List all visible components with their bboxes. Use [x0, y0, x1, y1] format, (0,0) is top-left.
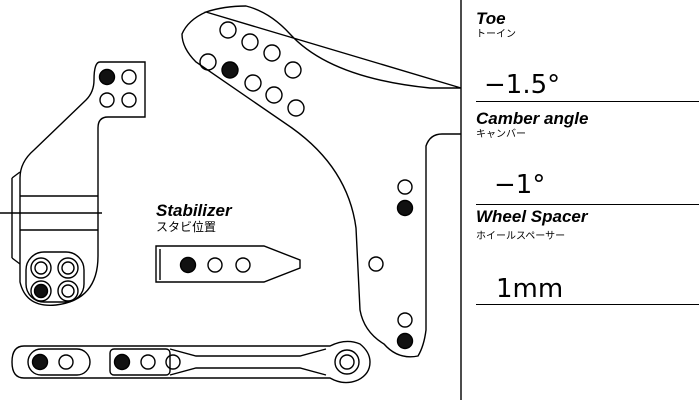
knuckle-hub-hole [57, 280, 79, 302]
knuckle-hub-hole [30, 257, 52, 279]
wheel-spacer-title: Wheel Spacer [476, 207, 588, 226]
stabilizer-hole [207, 257, 223, 273]
tower-hole [244, 74, 262, 92]
knuckle-hole [121, 92, 137, 108]
rod-end-hole [339, 354, 355, 370]
stabilizer-title: Stabilizer [156, 201, 232, 220]
stabilizer-subtitle-jp: スタビ位置 [156, 220, 217, 234]
tower-hole [265, 86, 283, 104]
tower-hole-selected [396, 332, 414, 350]
toe-value: −1.5° [484, 70, 561, 100]
tower-hole [263, 44, 281, 62]
knuckle-outline [19, 61, 146, 306]
tower-hole [199, 53, 217, 71]
rod-hole-selected [113, 353, 131, 371]
tower-hole [241, 33, 259, 51]
rod-hole [165, 354, 181, 370]
wheel-spacer-setting: Wheel Spacer ホイールスペーサー 1mm [462, 204, 699, 308]
camber-value: −1° [494, 170, 546, 200]
tower-hole [368, 256, 384, 272]
tower-hole [397, 179, 413, 195]
tower-hole [397, 312, 413, 328]
tower-hole-selected [396, 199, 414, 217]
tower-hole-selected [221, 61, 239, 79]
camber-title: Camber angle [476, 109, 589, 128]
knuckle-hole-selected [98, 68, 116, 86]
rod-end-ring [334, 349, 360, 375]
tower-hole [284, 61, 302, 79]
rod-hole-selected [31, 353, 49, 371]
stabilizer-link-outline [155, 245, 301, 283]
rod-hole [58, 354, 74, 370]
toe-title-jp: トーイン [476, 29, 516, 40]
wheel-spacer-title-jp: ホイールスペーサー [476, 231, 566, 242]
camber-divider [476, 204, 699, 205]
tower-hole [287, 99, 305, 117]
toe-divider [476, 101, 699, 102]
knuckle-hub-cluster [25, 251, 85, 303]
camber-setting: Camber angle キャンバー −1° [462, 100, 699, 204]
wheel-spacer-divider [476, 304, 699, 305]
tower-hole [219, 21, 237, 39]
knuckle-hub-hole-selected [30, 280, 52, 302]
stabilizer-hole-selected [179, 256, 197, 274]
lower-rod-outline [11, 340, 371, 384]
shock-tower-outline [181, 5, 462, 358]
toe-title: Toe [476, 9, 506, 28]
toe-setting: Toe トーイン −1.5° [462, 0, 699, 100]
knuckle-hole [121, 69, 137, 85]
stabilizer-hole [235, 257, 251, 273]
wheel-spacer-value: 1mm [496, 274, 564, 304]
rod-hole [140, 354, 156, 370]
knuckle-hole [99, 92, 115, 108]
camber-title-jp: キャンバー [476, 129, 526, 140]
knuckle-hub-hole [57, 257, 79, 279]
